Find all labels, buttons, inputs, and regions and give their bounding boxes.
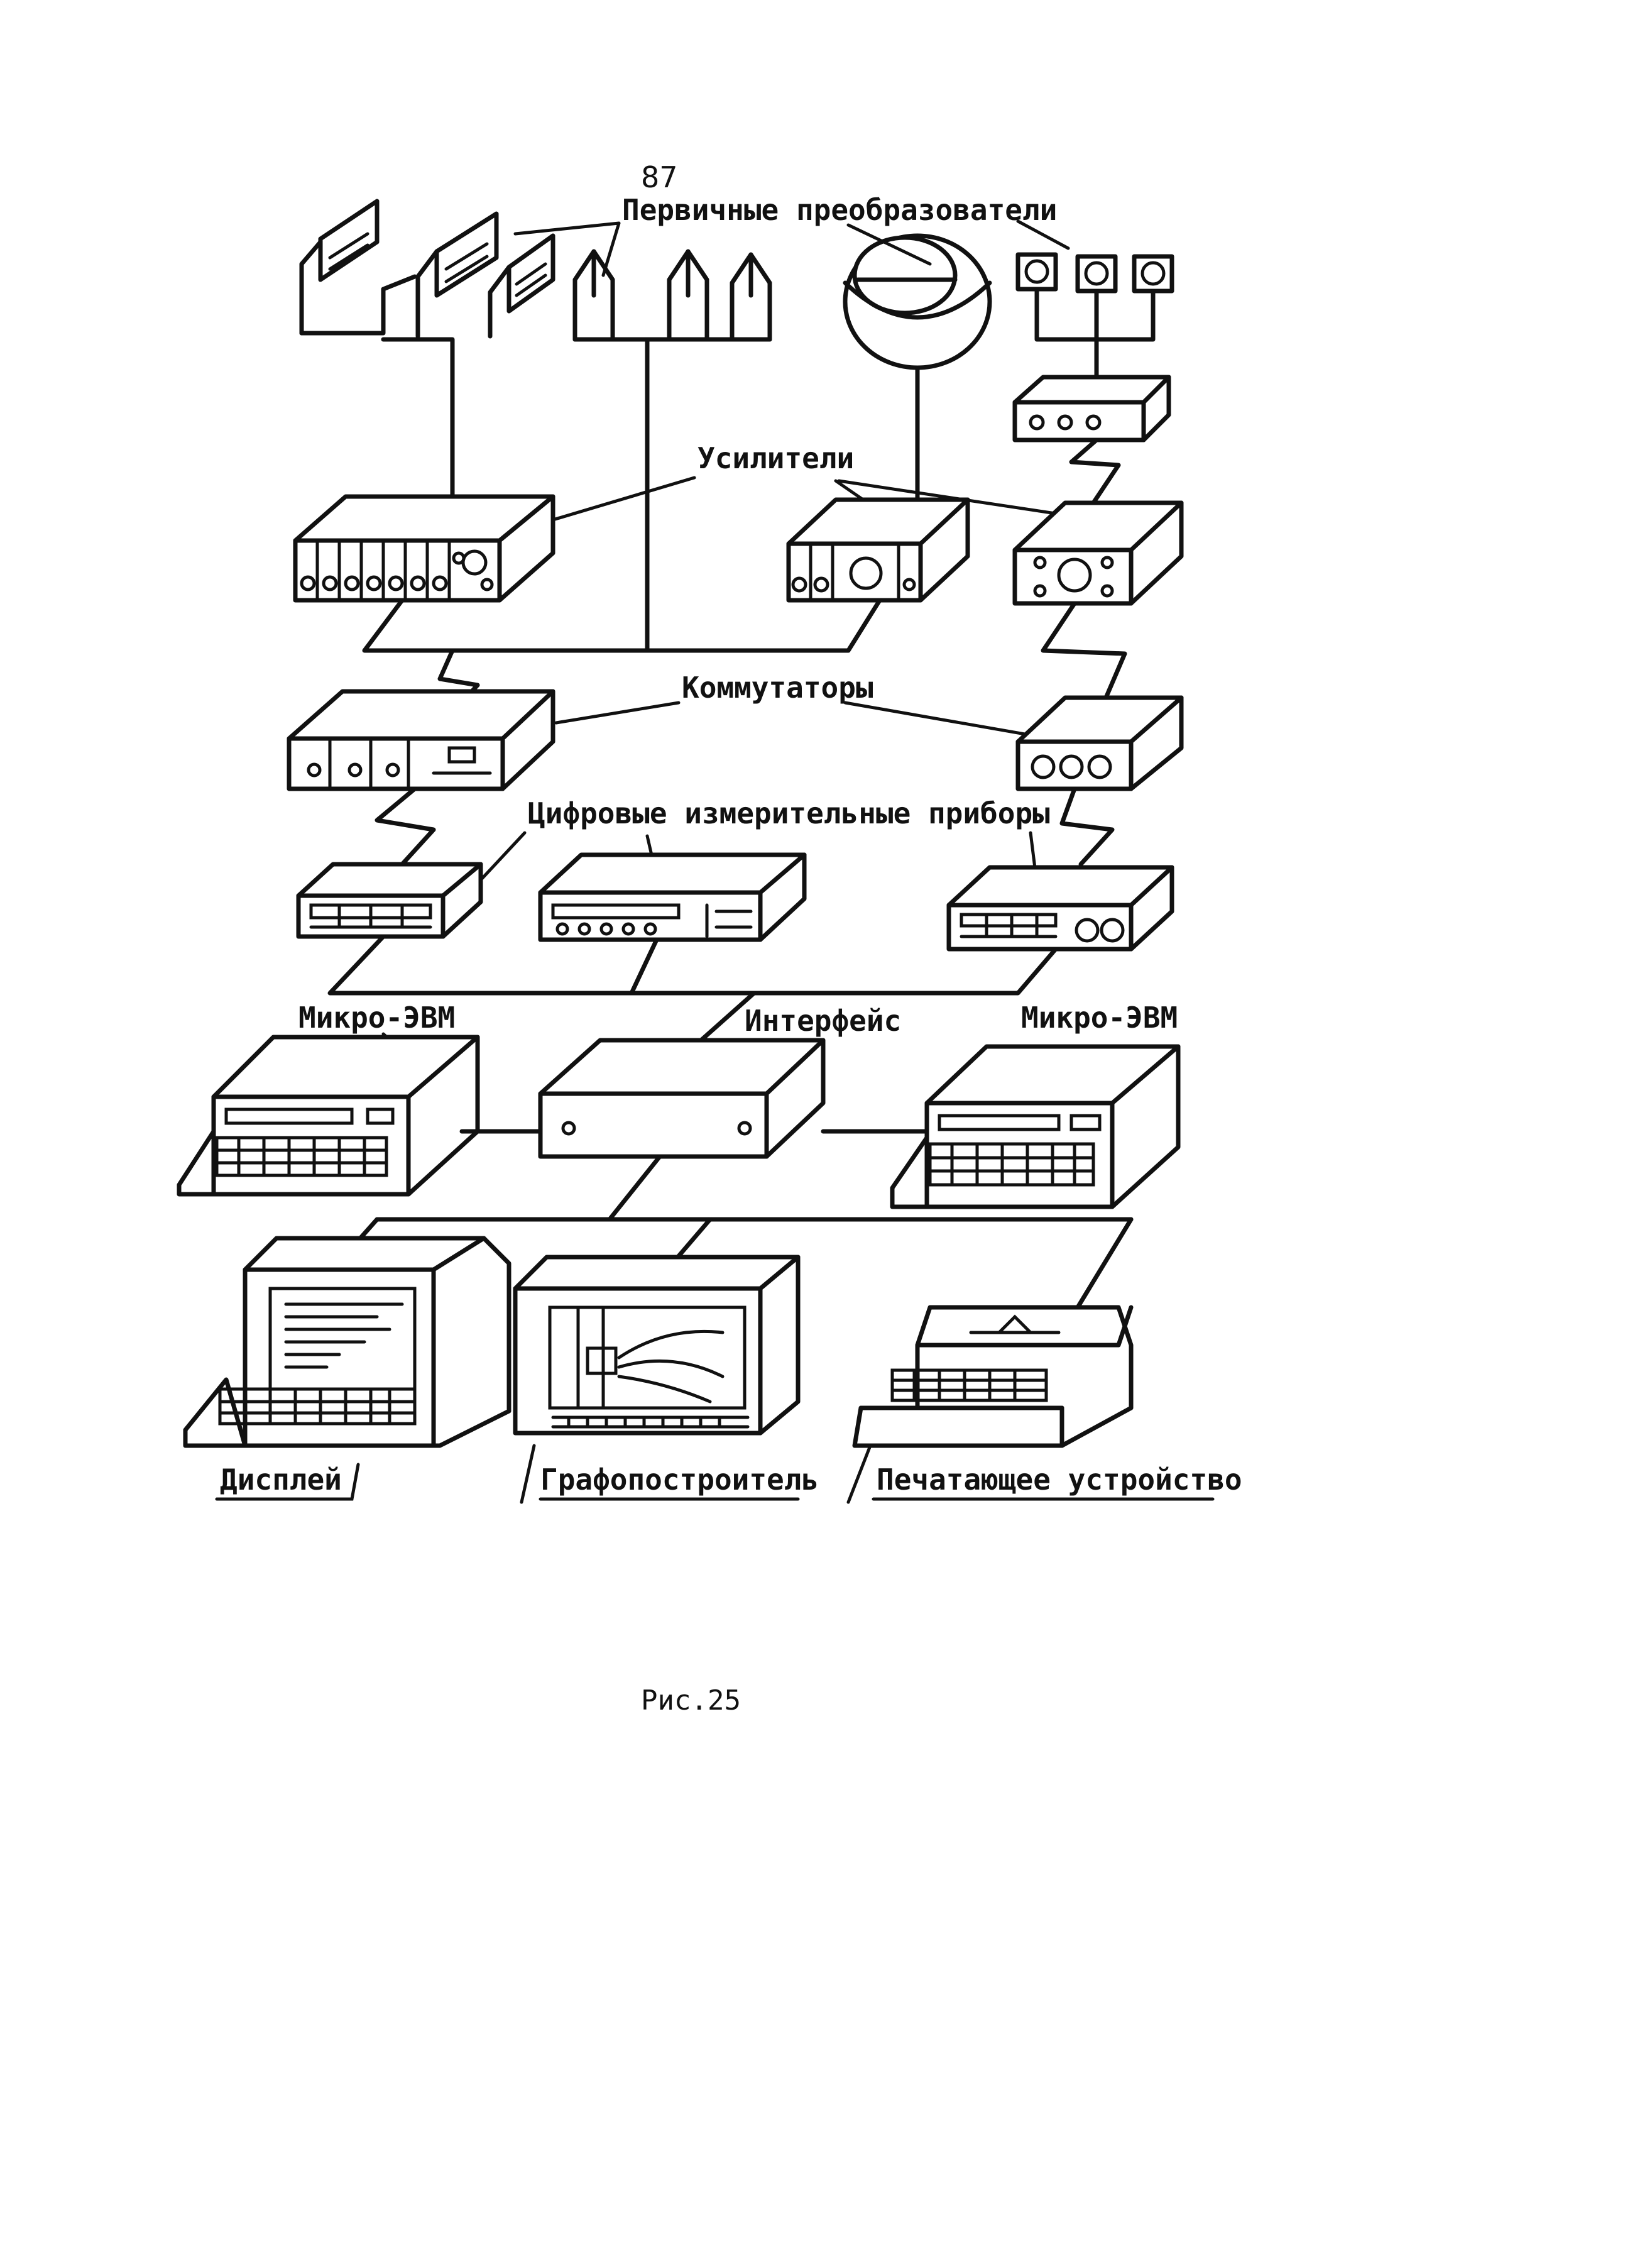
micro-computer-right: Микро-ЭВМ bbox=[890, 1001, 1181, 1209]
micro-computer-left: Микро-ЭВМ bbox=[177, 1001, 480, 1197]
switch-2 bbox=[1015, 695, 1184, 791]
square-sensors-icon bbox=[1015, 252, 1174, 386]
figure-caption: Рис.25 bbox=[641, 1684, 741, 1717]
sensor-preamp-box bbox=[1012, 375, 1171, 442]
plotter: Графопостроитель bbox=[513, 1255, 819, 1504]
probe-sensors-icon bbox=[572, 249, 772, 342]
label-interface: Интерфейс bbox=[745, 1004, 901, 1038]
strain-gauge-3-icon bbox=[488, 233, 555, 339]
printer: Печатающее устройство bbox=[846, 1305, 1242, 1504]
label-plotter: Графопостроитель bbox=[540, 1463, 819, 1497]
interface-box: Интерфейс bbox=[538, 1004, 901, 1159]
label-micro-right: Микро-ЭВМ bbox=[1021, 1001, 1178, 1035]
label-switches: Коммутаторы bbox=[682, 671, 873, 705]
switches: Коммутаторы bbox=[287, 671, 1184, 791]
label-micro-left: Микро-ЭВМ bbox=[298, 1001, 455, 1035]
round-sensor-icon bbox=[843, 233, 992, 370]
meter-2 bbox=[538, 852, 807, 942]
amplifiers: Усилители bbox=[293, 441, 1184, 606]
meter-3 bbox=[946, 865, 1174, 952]
primary-transducers: Первичные преобразователи bbox=[299, 193, 1174, 442]
meter-bus bbox=[327, 934, 1058, 1046]
interface-wires bbox=[349, 1129, 1134, 1310]
display-terminal: Дисплей bbox=[183, 1236, 511, 1501]
page-number: 87 bbox=[641, 160, 678, 194]
digital-meters: Цифровые измерительные приборы bbox=[296, 796, 1174, 952]
label-meters: Цифровые измерительные приборы bbox=[528, 796, 1050, 830]
switch-wires bbox=[375, 786, 1115, 867]
amplifier-3 bbox=[1012, 500, 1184, 606]
switch-1 bbox=[287, 689, 555, 791]
amplifier-1 bbox=[293, 494, 555, 603]
sensor-wires bbox=[381, 337, 1121, 653]
label-amplifiers: Усилители bbox=[697, 441, 854, 475]
strain-gauge-1-icon bbox=[299, 199, 380, 336]
strain-gauge-2-icon bbox=[415, 211, 499, 339]
label-printer: Печатающее устройство bbox=[877, 1463, 1242, 1497]
amplifier-2 bbox=[786, 497, 970, 603]
label-display: Дисплей bbox=[220, 1463, 342, 1497]
label-sensors: Первичные преобразователи bbox=[622, 193, 1057, 227]
meter-1 bbox=[296, 862, 483, 939]
